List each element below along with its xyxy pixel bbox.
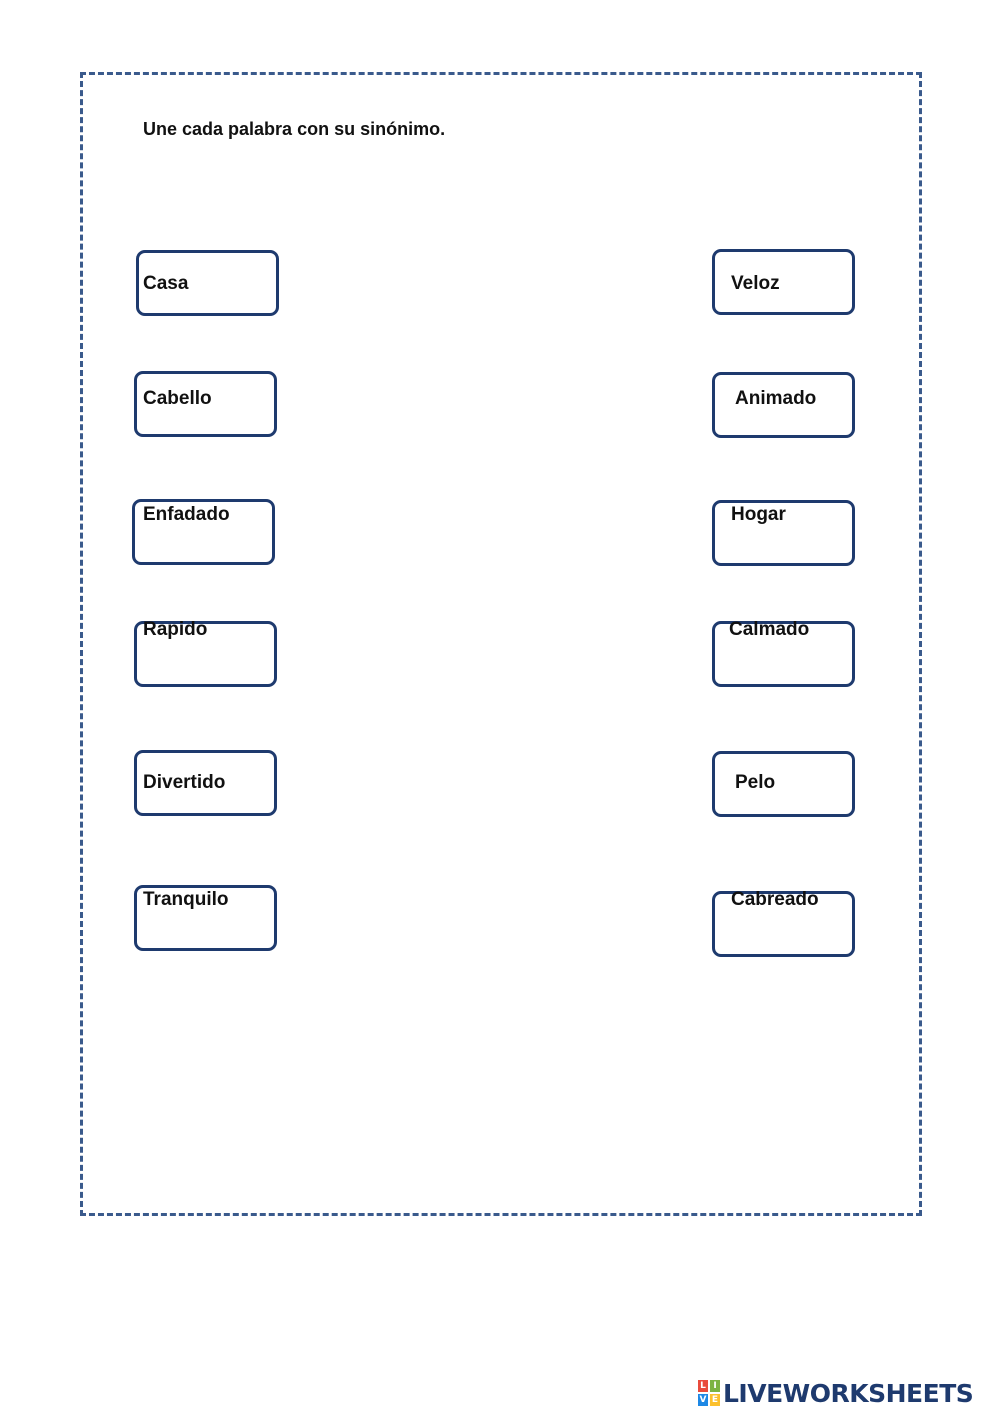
logo-tile-l: L bbox=[698, 1380, 708, 1392]
left-word-box-enfadado[interactable] bbox=[132, 499, 275, 565]
right-word-box-cabreado[interactable] bbox=[712, 891, 855, 957]
liveworksheets-footer: L I V E LIVEWORKSHEETS bbox=[698, 1378, 974, 1408]
right-word-label: Veloz bbox=[731, 273, 780, 294]
left-word-box-cabello[interactable] bbox=[134, 371, 277, 437]
liveworksheets-logo-icon: L I V E bbox=[698, 1380, 720, 1406]
left-word-box-rapido[interactable] bbox=[134, 621, 277, 687]
right-word-box-calmado[interactable] bbox=[712, 621, 855, 687]
instruction-text: Une cada palabra con su sinónimo. bbox=[143, 119, 446, 139]
left-word-label: Rapido bbox=[143, 619, 208, 640]
left-word-label: Divertido bbox=[143, 772, 226, 793]
logo-tile-e: E bbox=[710, 1394, 720, 1406]
right-word-box-animado[interactable] bbox=[712, 372, 855, 438]
right-word-box-hogar[interactable] bbox=[712, 500, 855, 566]
right-word-label: Hogar bbox=[731, 504, 786, 525]
logo-tile-i: I bbox=[710, 1380, 720, 1392]
brand-name: LIVEWORKSHEETS bbox=[723, 1378, 974, 1408]
left-word-label: Enfadado bbox=[143, 504, 230, 525]
left-word-box-divertido[interactable] bbox=[134, 750, 277, 816]
worksheet-frame bbox=[80, 72, 922, 1216]
right-word-box-pelo[interactable] bbox=[712, 751, 855, 817]
left-word-label: Tranquilo bbox=[143, 889, 229, 910]
right-word-label: Pelo bbox=[735, 772, 776, 793]
right-word-label: Calmado bbox=[729, 619, 810, 640]
left-word-box-casa[interactable] bbox=[136, 250, 279, 316]
logo-tile-v: V bbox=[698, 1394, 708, 1406]
left-word-label: Casa bbox=[143, 273, 189, 294]
right-word-label: Animado bbox=[735, 388, 817, 409]
left-word-label: Cabello bbox=[143, 388, 212, 409]
right-word-label: Cabreado bbox=[731, 889, 819, 910]
left-word-box-tranquilo[interactable] bbox=[134, 885, 277, 951]
right-word-box-veloz[interactable] bbox=[712, 249, 855, 315]
